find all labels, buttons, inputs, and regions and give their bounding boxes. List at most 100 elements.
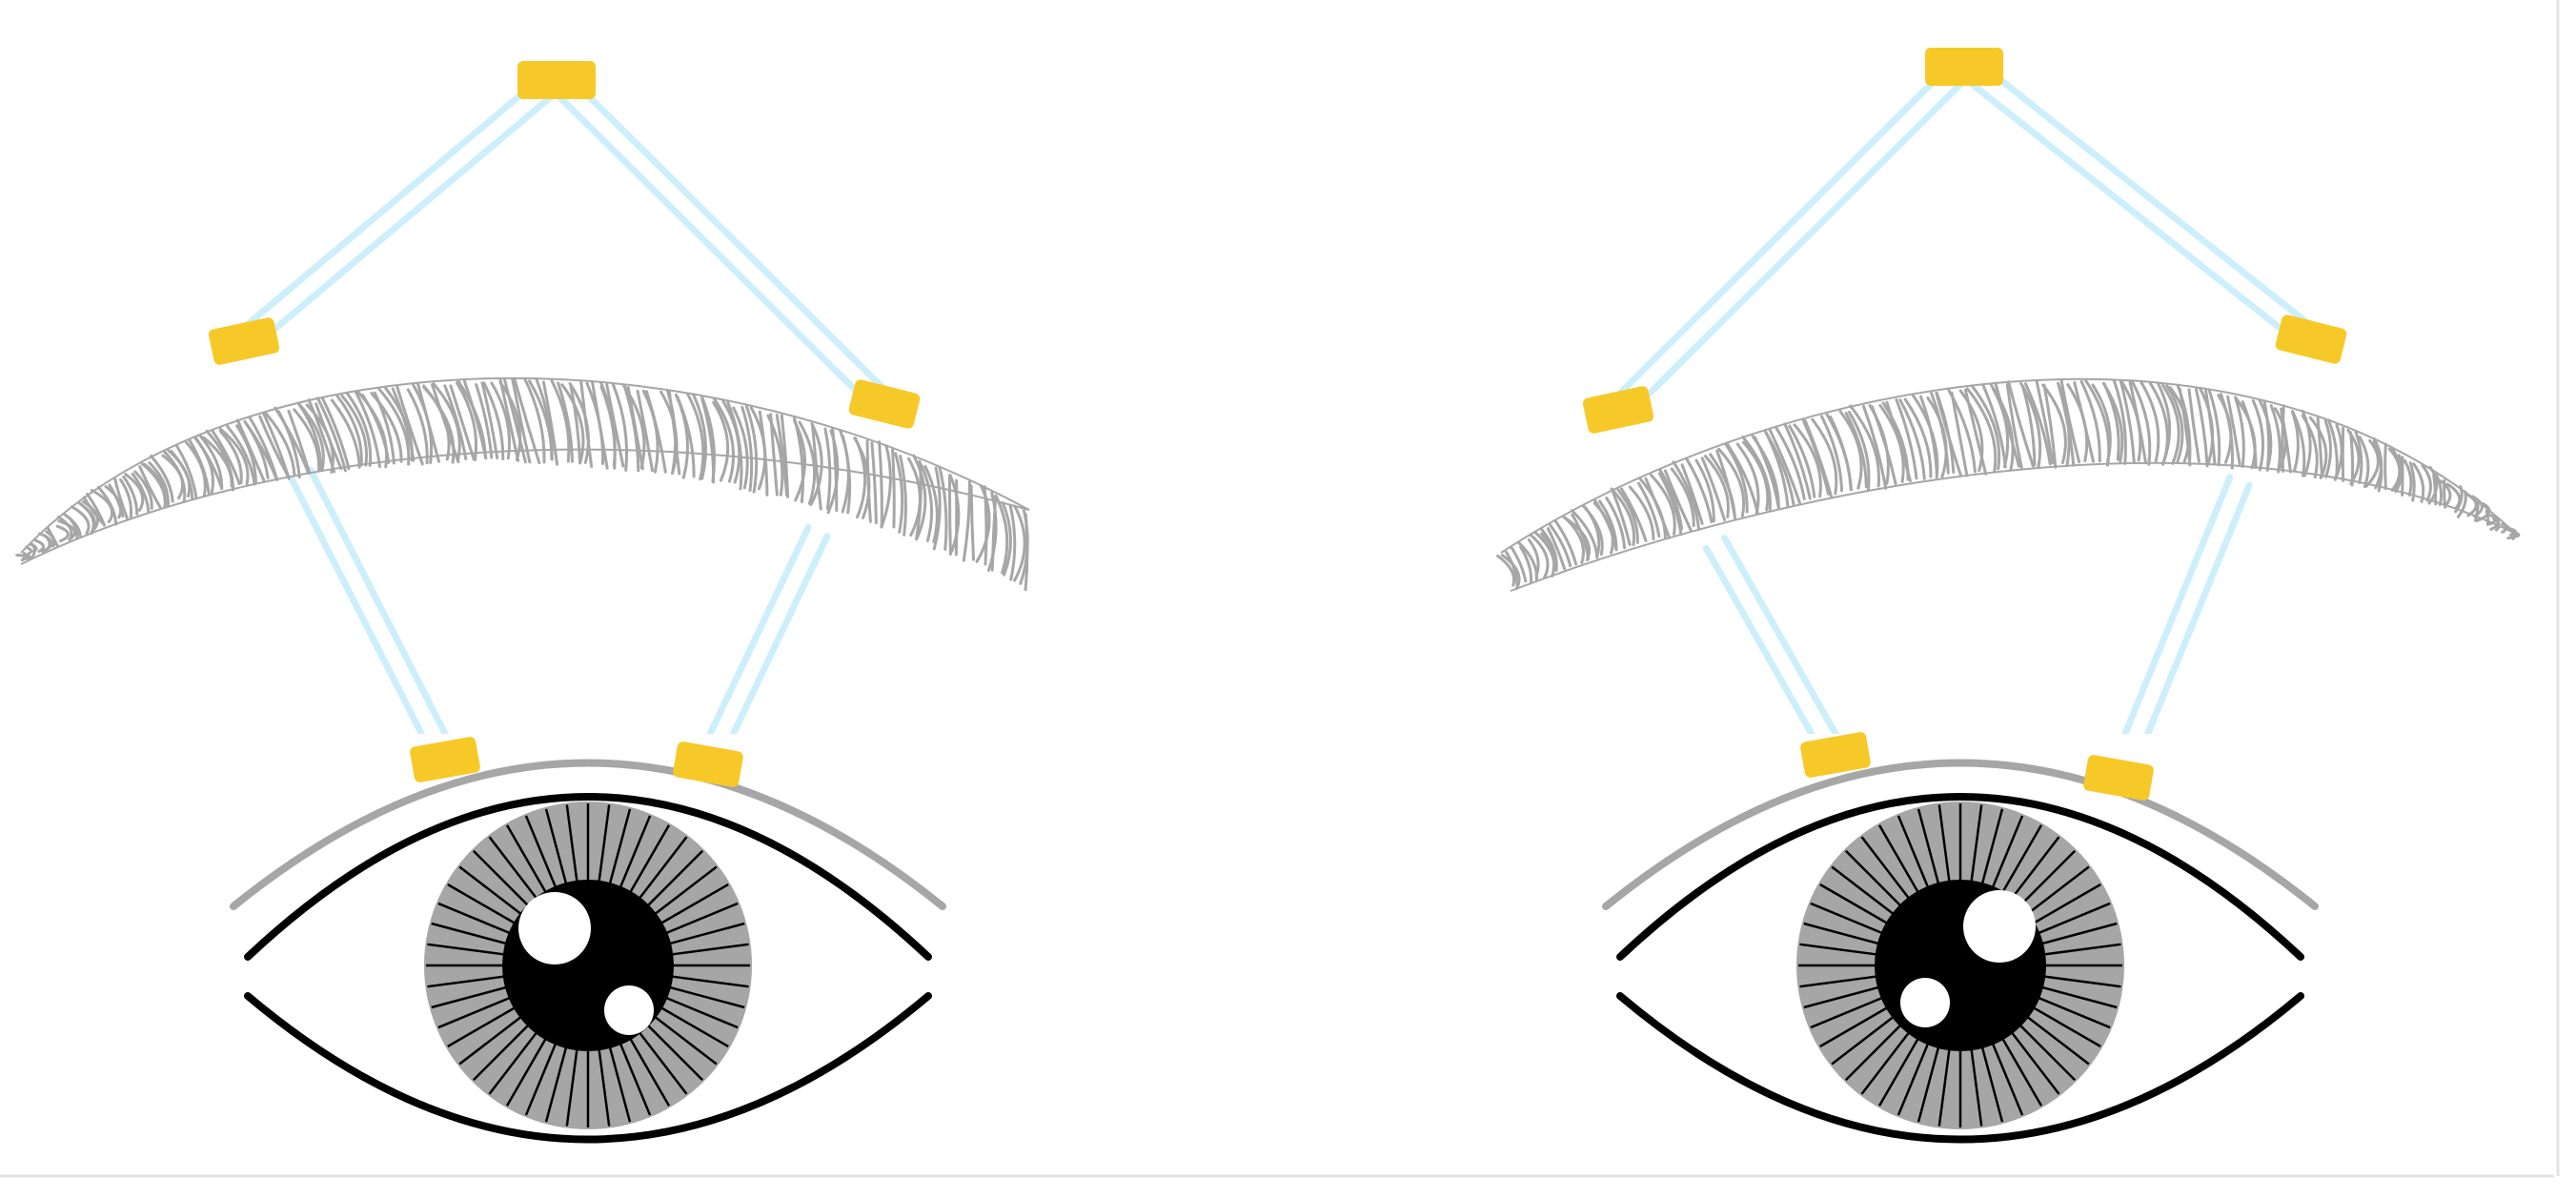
brow-hair [1930, 392, 1950, 475]
brow-hair [1820, 415, 1843, 493]
brow-hair [2035, 380, 2055, 465]
brow-hair [2020, 384, 2037, 467]
brow-hair [1672, 460, 1701, 531]
brow-hair [2421, 463, 2432, 502]
brow-hair [1529, 533, 1550, 580]
brow-hair [2091, 383, 2112, 463]
brow-hair [560, 383, 585, 464]
brow-hair [321, 396, 351, 471]
brow-hair [2443, 478, 2447, 509]
brow-hair [1793, 423, 1822, 498]
brow-hair [915, 459, 923, 540]
brow-hair [264, 412, 296, 477]
brow-hair [744, 404, 759, 494]
brow-hair [1849, 404, 1881, 488]
brow-hair [345, 392, 373, 467]
upper-mask [210, 734, 966, 957]
brow-hair [475, 382, 494, 459]
brow-hair [122, 475, 139, 516]
brow-hair [1680, 463, 1704, 525]
brow-hair [2316, 416, 2323, 478]
brow-hair [287, 409, 312, 474]
brow-hair [2165, 384, 2184, 463]
lower-eyelid [244, 992, 932, 1144]
brow-hair [138, 465, 162, 509]
iris-fibres [426, 803, 750, 1127]
brow-hair [2042, 383, 2058, 469]
brow-hair [235, 418, 266, 482]
brow-hair [513, 377, 541, 465]
brow-hair [2178, 387, 2192, 467]
brow-hair [2128, 380, 2148, 465]
lower-mask [210, 996, 966, 1172]
brow-hair [2383, 442, 2387, 491]
link-brow-to-eye-right [2105, 474, 2253, 785]
brow-hair [2207, 389, 2221, 467]
brow-hair [1965, 387, 1998, 474]
brow-hair [899, 455, 907, 537]
brow-hair [2364, 438, 2380, 488]
brow-hair [148, 461, 170, 506]
brow-hair [297, 402, 325, 472]
brow-hair [1763, 429, 1795, 507]
lower-mask [1582, 996, 2339, 1172]
brow-hair [2041, 383, 2067, 464]
brow-hair [2435, 473, 2443, 506]
brow-hair [56, 516, 73, 541]
brow-hair [611, 383, 629, 472]
brow-hair [2161, 383, 2180, 465]
brow-hair [1598, 499, 1618, 552]
brow-hair [2280, 407, 2292, 474]
brow-hair [1616, 487, 1639, 544]
brow-hair [2140, 380, 2160, 463]
left-markers [208, 61, 921, 787]
brow-hair [377, 387, 411, 466]
brow-hair [78, 501, 96, 527]
brow-hair [986, 491, 998, 572]
brow-hair [1519, 545, 1533, 584]
left-eye-icon [210, 734, 966, 1172]
brow-hair [2454, 485, 2464, 514]
brow-hair [969, 484, 975, 561]
brow-hair [422, 386, 456, 464]
brow-hair [1788, 424, 1816, 498]
brow-hair [2281, 404, 2285, 473]
brow-hair [2432, 474, 2438, 506]
brow-hair [1885, 400, 1912, 482]
brow-hair [535, 377, 554, 461]
pupil-highlight-large [518, 892, 591, 964]
brow-hair [2474, 501, 2480, 522]
brow-hair [406, 388, 429, 465]
brow-hair [823, 427, 832, 511]
brow-hair [2024, 382, 2052, 466]
brow-hair [1571, 513, 1590, 560]
brow-hair [330, 398, 361, 469]
brow-hair [983, 485, 988, 566]
brow-hair [792, 416, 804, 503]
brow-hair [2007, 380, 2035, 468]
brow-hair [1898, 398, 1926, 480]
brow-hair [456, 381, 478, 462]
brow-hair [1620, 487, 1648, 542]
brow-hair [541, 380, 559, 466]
brow-hair [870, 441, 878, 524]
brow-hair [38, 532, 53, 554]
brow-hair [995, 495, 1009, 575]
brow-hair [1024, 513, 1029, 592]
brow-hair [550, 378, 571, 463]
brow-hair [193, 436, 223, 490]
brow-hair [511, 378, 532, 464]
brow-hair [1510, 545, 1528, 583]
brow-hair [2187, 388, 2201, 463]
brow-hair [2203, 388, 2217, 466]
brow-hair [63, 513, 82, 538]
brow-hair [113, 477, 130, 521]
marker-eye-right [673, 741, 743, 787]
brow-hair [2349, 431, 2355, 487]
right-connector-links [1607, 54, 2322, 785]
brow-hair [443, 384, 468, 460]
brow-hair [248, 416, 279, 481]
brow-hair [1001, 501, 1012, 577]
brow-hair [396, 385, 424, 466]
brow-hair [2358, 436, 2370, 489]
